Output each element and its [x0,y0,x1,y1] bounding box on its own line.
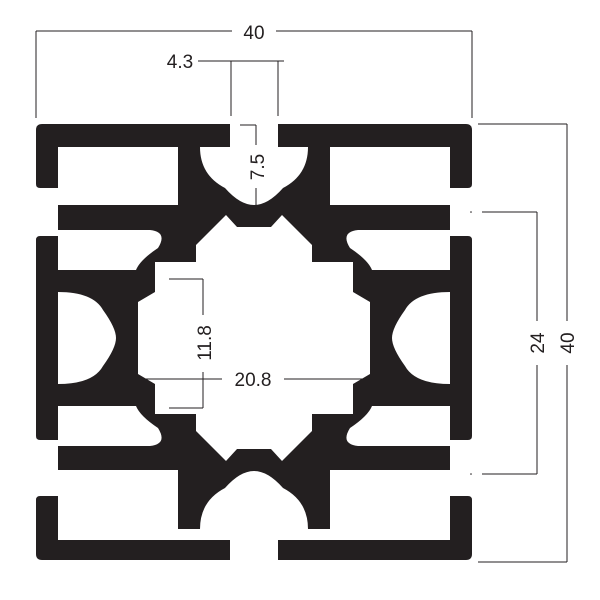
dimension-slot-depth: 7.5 [240,124,269,208]
slot-spacing-label: 24 [528,332,549,354]
dimension-overall-width: 40 [35,23,473,118]
dimension-slot-opening: 4.3 [167,52,284,116]
overall-width-label: 40 [243,23,264,44]
slot-opening-label: 4.3 [167,52,193,73]
inner-height-label: 11.8 [195,325,216,361]
dimension-inner-height: 11.8 [169,278,216,409]
slot-depth-label: 7.5 [248,154,269,180]
inner-width-label: 20.8 [235,370,272,391]
overall-height-label: 40 [558,332,579,353]
dimension-overall-height: 40 [478,123,579,563]
dimension-inner-width: 20.8 [140,370,368,391]
profile-shape [36,124,472,560]
dimension-slot-spacing: 24 [470,211,549,475]
